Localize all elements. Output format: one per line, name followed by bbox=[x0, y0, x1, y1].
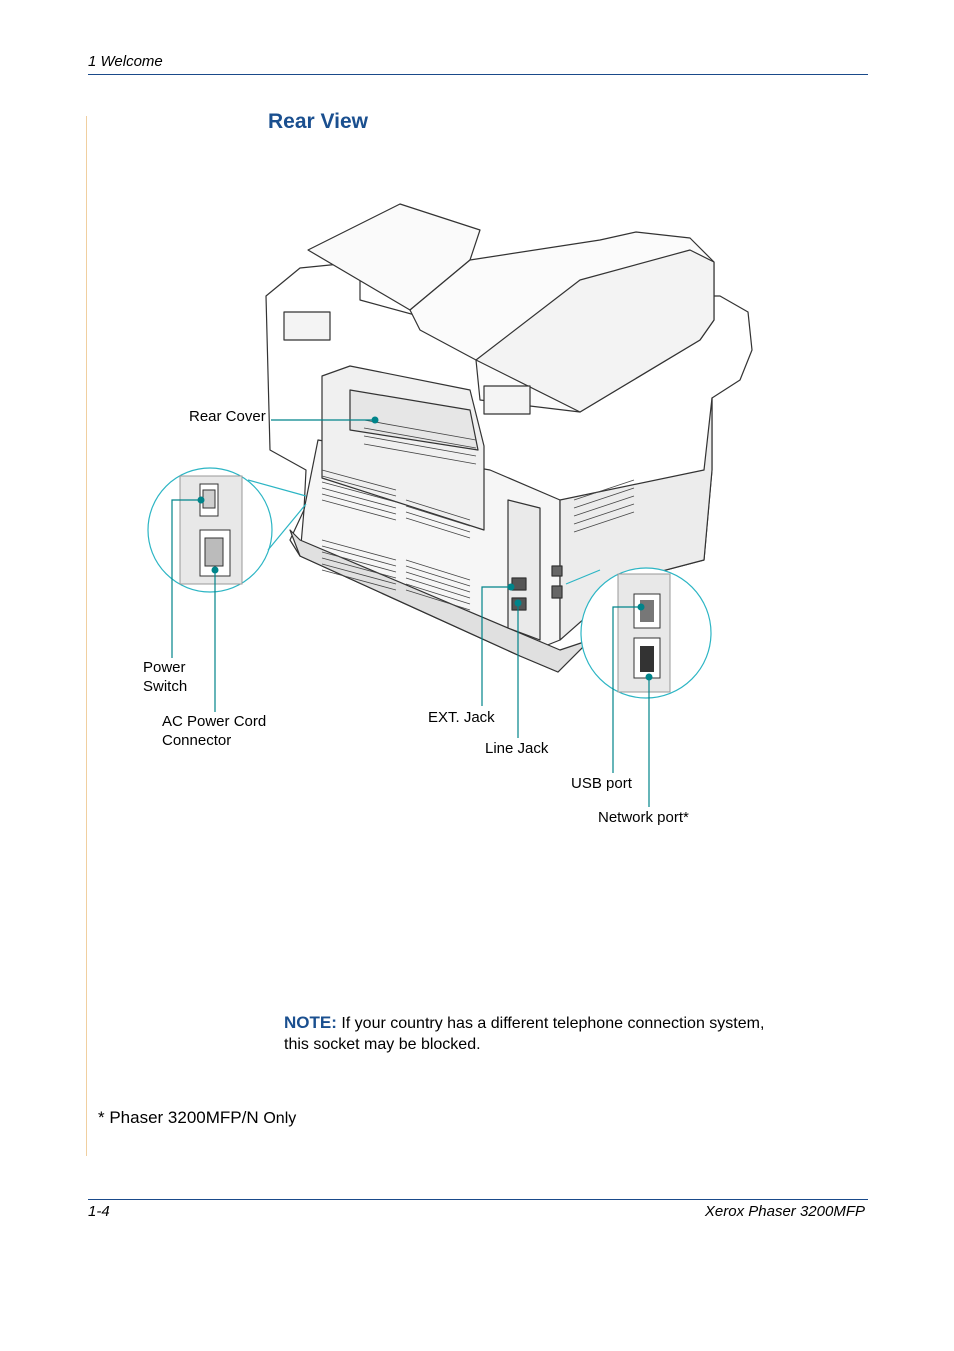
callout-line-jack: Line Jack bbox=[485, 740, 549, 757]
section-title: Rear View bbox=[268, 110, 369, 133]
ports-detail-magnifier bbox=[565, 567, 712, 699]
callout-power-switch: Power Switch bbox=[143, 659, 188, 695]
callout-ac-power-connector: AC Power Cord Connector bbox=[162, 713, 267, 749]
note-paragraph: NOTE: If your country has a different te… bbox=[284, 1012, 774, 1055]
callout-network-port: Network port* bbox=[598, 809, 689, 826]
callout-rear-cover: Rear Cover bbox=[189, 408, 266, 425]
page-number: 1-4 bbox=[88, 1203, 110, 1220]
header-rule bbox=[88, 74, 868, 75]
note-label: NOTE: bbox=[284, 1013, 337, 1032]
footnote-suffix: Only bbox=[263, 1110, 297, 1127]
callout-usb-port: USB port bbox=[571, 775, 632, 792]
footnote-main: * Phaser 3200MFP/N bbox=[98, 1108, 264, 1127]
callout-leaders bbox=[171, 419, 650, 807]
note-text: If your country has a different telephon… bbox=[284, 1015, 765, 1053]
margin-rule bbox=[86, 116, 87, 1156]
footer-rule bbox=[88, 1199, 868, 1200]
footnote: * Phaser 3200MFP/N Only bbox=[98, 1108, 296, 1128]
callout-ext-jack: EXT. Jack bbox=[428, 709, 495, 726]
product-name: Xerox Phaser 3200MFP bbox=[704, 1203, 865, 1220]
power-detail-magnifier bbox=[147, 467, 307, 593]
running-header: 1 Welcome bbox=[88, 53, 163, 70]
